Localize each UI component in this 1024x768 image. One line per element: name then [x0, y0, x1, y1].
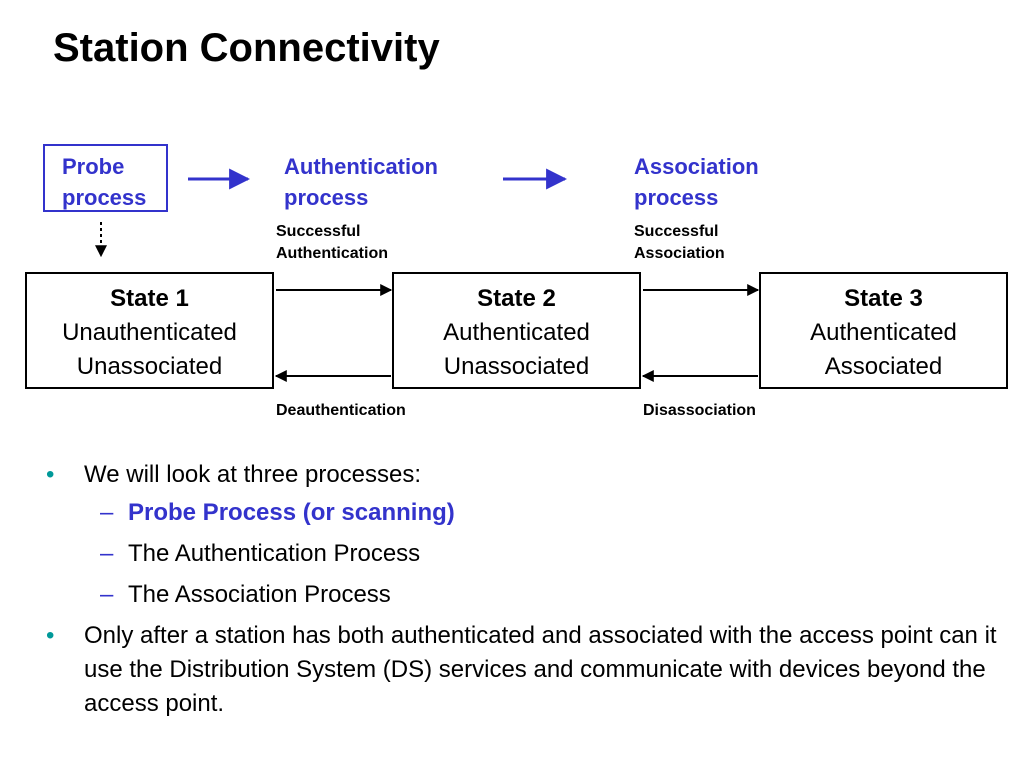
slide-title: Station Connectivity: [53, 26, 440, 70]
authentication-process-line1: Authentication: [284, 154, 438, 179]
bullet-conclusion: • Only after a station has both authenti…: [46, 619, 1006, 721]
association-process-line1: Association: [634, 154, 759, 179]
bullet-intro-text: We will look at three processes:: [84, 461, 422, 488]
successful-association-line1: Successful: [634, 223, 719, 240]
state-1-line1: Unauthenticated: [62, 319, 237, 346]
authentication-process-line2: process: [284, 185, 369, 210]
successful-authentication-line2: Authentication: [276, 245, 388, 262]
state-2-box: State 2 Authenticated Unassociated: [392, 272, 641, 389]
probe-process-box: [43, 144, 168, 212]
successful-authentication-label: Successful Authentication: [276, 221, 388, 265]
state-1-line2: Unassociated: [76, 353, 223, 380]
state-2-line1: Authenticated: [443, 319, 590, 346]
state-3-box: State 3 Authenticated Associated: [759, 272, 1008, 389]
sub-bullet-probe: – Probe Process (or scanning): [46, 496, 1006, 530]
sub-bullet-probe-text: Probe Process (or scanning): [128, 499, 455, 526]
state-1-box: State 1 Unauthenticated Unassociated: [25, 272, 274, 389]
probe-process-line2: process: [62, 185, 147, 210]
sub-bullet-dash: –: [100, 581, 114, 608]
disassociation-label: Disassociation: [643, 402, 756, 419]
state-3-line1: Authenticated: [810, 319, 957, 346]
sub-bullet-association-text: The Association Process: [128, 581, 391, 608]
association-process-label: Association process: [634, 151, 759, 213]
bullet-list: • We will look at three processes: – Pro…: [46, 458, 1006, 725]
diagram-arrows: [95, 168, 760, 382]
bullet-dot-icon: •: [46, 461, 55, 488]
probe-process-line1: Probe: [62, 154, 125, 179]
bullet-conclusion-text: Only after a station has both authentica…: [84, 622, 997, 717]
sub-bullet-authentication: – The Authentication Process: [46, 537, 1006, 571]
sub-bullet-authentication-text: The Authentication Process: [128, 540, 421, 567]
sub-bullet-association: – The Association Process: [46, 578, 1006, 612]
successful-association-label: Successful Association: [634, 221, 725, 265]
state-2-line2: Unassociated: [443, 353, 590, 380]
state-1-name: State 1: [110, 285, 189, 312]
bullet-intro: • We will look at three processes:: [46, 458, 1006, 492]
authentication-process-label: Authentication process: [284, 151, 438, 213]
bullet-dot-icon: •: [46, 622, 55, 649]
sub-bullet-dash: –: [100, 499, 114, 526]
deauthentication-label: Deauthentication: [276, 402, 406, 419]
successful-authentication-line1: Successful: [276, 223, 361, 240]
state-3-name: State 3: [844, 285, 923, 312]
successful-association-line2: Association: [634, 245, 725, 262]
state-2-name: State 2: [477, 285, 556, 312]
probe-process-label: Probe process: [62, 151, 146, 213]
state-3-line2: Associated: [824, 353, 943, 380]
sub-bullet-dash: –: [100, 540, 114, 567]
association-process-line2: process: [634, 185, 719, 210]
